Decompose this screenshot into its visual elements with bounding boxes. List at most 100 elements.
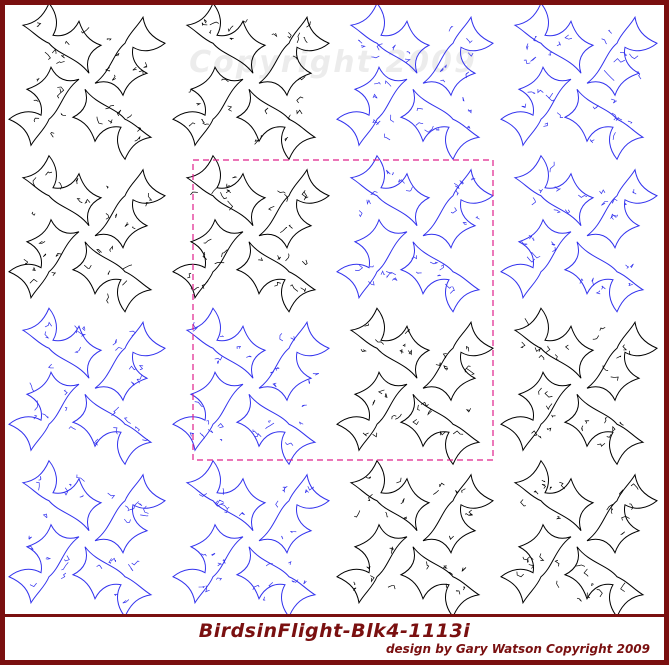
bird-motif <box>399 393 481 466</box>
bird-outline <box>349 307 431 379</box>
bird-motif <box>172 523 244 605</box>
bird-motif <box>513 459 595 532</box>
bird-cluster <box>336 307 494 466</box>
bird-motif <box>586 473 658 555</box>
bird-motif <box>71 88 153 161</box>
bird-fill-lines <box>44 321 87 369</box>
bird-motif <box>258 15 330 97</box>
bird-fill-lines <box>190 176 238 211</box>
bird-fill-lines <box>521 88 564 127</box>
bird-outline <box>185 5 267 74</box>
bird-fill-lines <box>29 382 76 430</box>
bird-motif <box>513 5 595 74</box>
bird-motif <box>71 241 153 313</box>
bird-fill-lines <box>358 169 413 218</box>
bird-outline <box>21 459 103 532</box>
bird-fill-lines <box>187 238 228 291</box>
bird-fill-lines <box>354 476 408 519</box>
bird-motif <box>336 523 408 605</box>
bird-outline <box>349 154 431 227</box>
bird-fill-lines <box>439 26 474 83</box>
bird-fill-lines <box>372 80 395 141</box>
bird-fill-lines <box>520 479 565 520</box>
bird-motif <box>563 546 645 615</box>
bird-outline <box>500 218 572 300</box>
pattern-title: BirdsinFlight-Blk4-1113i <box>198 620 471 642</box>
bird-motif <box>185 459 267 532</box>
bird-outline <box>258 320 330 402</box>
bird-fill-lines <box>521 234 557 263</box>
bird-outline <box>71 241 153 313</box>
bird-fill-lines <box>601 29 642 81</box>
bird-outline <box>235 241 317 313</box>
bird-motif <box>349 307 431 379</box>
bird-outline <box>586 473 658 555</box>
bird-fill-lines <box>360 323 412 356</box>
bird-fill-lines <box>198 488 245 516</box>
bird-motif <box>21 307 103 379</box>
designer-credit: design by Gary Watson Copyright 2009 <box>385 642 650 656</box>
bird-motif <box>185 307 267 379</box>
bird-fill-lines <box>189 401 224 442</box>
bird-motif <box>422 473 494 555</box>
bird-outline <box>513 307 595 379</box>
bird-outline <box>336 218 408 300</box>
bird-fill-lines <box>28 535 70 587</box>
bird-fill-lines <box>411 255 455 294</box>
bird-fill-lines <box>589 98 633 144</box>
bird-outline <box>422 320 494 402</box>
bird-outline <box>71 393 153 466</box>
bird-fill-lines <box>520 318 570 361</box>
bird-cluster <box>500 307 658 466</box>
bird-motif <box>513 307 595 379</box>
bird-outline <box>71 546 153 615</box>
bird-fill-lines <box>579 263 634 295</box>
bird-motif <box>235 241 317 313</box>
bird-fill-lines <box>112 330 144 386</box>
bird-motif <box>399 546 481 615</box>
bird-fill-lines <box>252 404 307 446</box>
bird-fill-lines <box>362 389 402 438</box>
bird-motif <box>8 218 80 300</box>
bird-motif <box>500 370 572 452</box>
bird-outline <box>185 307 267 379</box>
bird-outline <box>513 5 595 74</box>
bird-cluster <box>336 5 494 161</box>
bird-outline <box>235 393 317 466</box>
bird-fill-lines <box>415 96 472 133</box>
block-guide-square <box>192 159 494 461</box>
bird-cluster <box>336 459 494 615</box>
bird-cluster <box>172 154 330 313</box>
bird-fill-lines <box>107 492 149 523</box>
bird-fill-lines <box>531 161 588 214</box>
bird-outline <box>8 218 80 300</box>
bird-cluster <box>8 154 166 313</box>
bird-fill-lines <box>188 78 233 127</box>
bird-motif <box>336 370 408 452</box>
bird-fill-lines <box>93 406 149 446</box>
bird-outline <box>258 168 330 250</box>
bird-motif <box>94 473 166 555</box>
bird-cluster <box>172 307 330 466</box>
bird-outline <box>172 218 244 300</box>
bird-motif <box>399 88 481 161</box>
bird-motif <box>235 393 317 466</box>
bird-fill-lines <box>201 19 248 41</box>
bird-outline <box>94 15 166 97</box>
bird-fill-lines <box>31 171 91 216</box>
bird-outline <box>563 241 645 313</box>
bird-motif <box>8 65 80 147</box>
bird-motif <box>422 168 494 250</box>
bird-outline <box>185 459 267 532</box>
bird-outline <box>399 241 481 313</box>
bird-motif <box>172 370 244 452</box>
bird-fill-lines <box>192 321 252 364</box>
bird-outline <box>563 393 645 466</box>
bird-motif <box>422 320 494 402</box>
bird-motif <box>8 370 80 452</box>
quilt-pattern-area: Copyright 2009 <box>5 5 661 615</box>
bird-outline <box>94 320 166 402</box>
bird-outline <box>94 168 166 250</box>
bird-fill-lines <box>258 253 308 292</box>
bird-fill-lines <box>516 553 560 588</box>
